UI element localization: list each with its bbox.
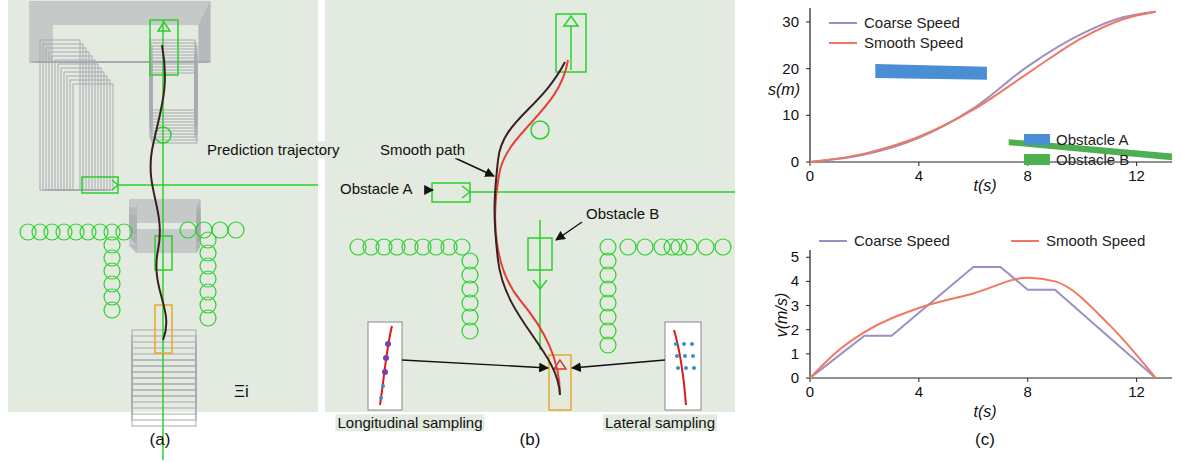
leader-line: [402, 158, 665, 368]
legend-line: [828, 17, 858, 29]
inset-box: [368, 322, 402, 410]
axis-label: 12: [1128, 167, 1145, 184]
smooth-path: [495, 62, 565, 395]
axis-label: 10: [782, 107, 799, 124]
axis-label: 20: [782, 60, 799, 77]
axis-label: 5: [791, 249, 799, 266]
axis-label: 0: [791, 369, 799, 386]
axis-label: 8: [1024, 383, 1032, 400]
axis-label: 8: [1024, 167, 1032, 184]
annotation-label: Ξi: [232, 382, 251, 402]
annotation-label: Obstacle A: [338, 180, 415, 197]
legend-entry: Obstacle B: [1024, 151, 1129, 168]
axis-label: 0: [791, 153, 799, 170]
axis-label: 4: [915, 167, 923, 184]
legend-entry: Obstacle A: [1024, 131, 1129, 148]
legend-text: Obstacle B: [1056, 151, 1129, 168]
annotation-label: (a): [150, 430, 171, 450]
legend-entry: Smooth Speed: [1010, 232, 1145, 249]
axis-label: s(m): [768, 81, 800, 99]
axis-label: 0: [806, 167, 814, 184]
axis-label: 12: [1128, 383, 1145, 400]
coarse-path: [495, 60, 568, 395]
legend-swatch: [1024, 134, 1050, 145]
panel-label: (c): [975, 430, 995, 450]
legend-text: Smooth Speed: [864, 34, 963, 51]
axis-label: t(s): [973, 403, 996, 421]
axis-label: v(m/s): [773, 293, 791, 337]
axis-label: 3: [791, 297, 799, 314]
footprint-stack: [30, 2, 210, 426]
legend-line: [828, 37, 858, 49]
annotation-label: Longitudinal sampling: [335, 414, 484, 431]
annotation-label: (b): [520, 430, 541, 450]
scene-a: [82, 20, 318, 460]
annotation-label: Prediction trajectory: [205, 141, 342, 158]
scene-ground: [325, 0, 735, 412]
legend-text: Coarse Speed: [864, 14, 960, 31]
legend-entry: Coarse Speed: [818, 232, 950, 249]
legend-text: Smooth Speed: [1046, 232, 1145, 249]
axis-label: 0: [806, 383, 814, 400]
legend-line: [818, 235, 848, 247]
inset-box: [665, 322, 701, 410]
legend-line: [1010, 235, 1040, 247]
axis-label: t(s): [973, 177, 996, 195]
legend-entry: Coarse Speed: [828, 14, 960, 31]
annotation-label: Smooth path: [378, 141, 467, 158]
axis-label: 4: [791, 273, 799, 290]
axis-label: 30: [782, 13, 799, 30]
legend-entry: Smooth Speed: [828, 34, 963, 51]
axis-label: 4: [915, 383, 923, 400]
axis-label: 1: [791, 345, 799, 362]
annotation-label: Obstacle B: [584, 205, 661, 222]
annotation-label: Lateral sampling: [603, 414, 717, 431]
legend-text: Obstacle A: [1056, 131, 1129, 148]
scene-b: [432, 14, 735, 350]
path-a: [151, 45, 167, 340]
legend-swatch: [1024, 154, 1050, 165]
axis-label: 2: [791, 321, 799, 338]
legend-text: Coarse Speed: [854, 232, 950, 249]
